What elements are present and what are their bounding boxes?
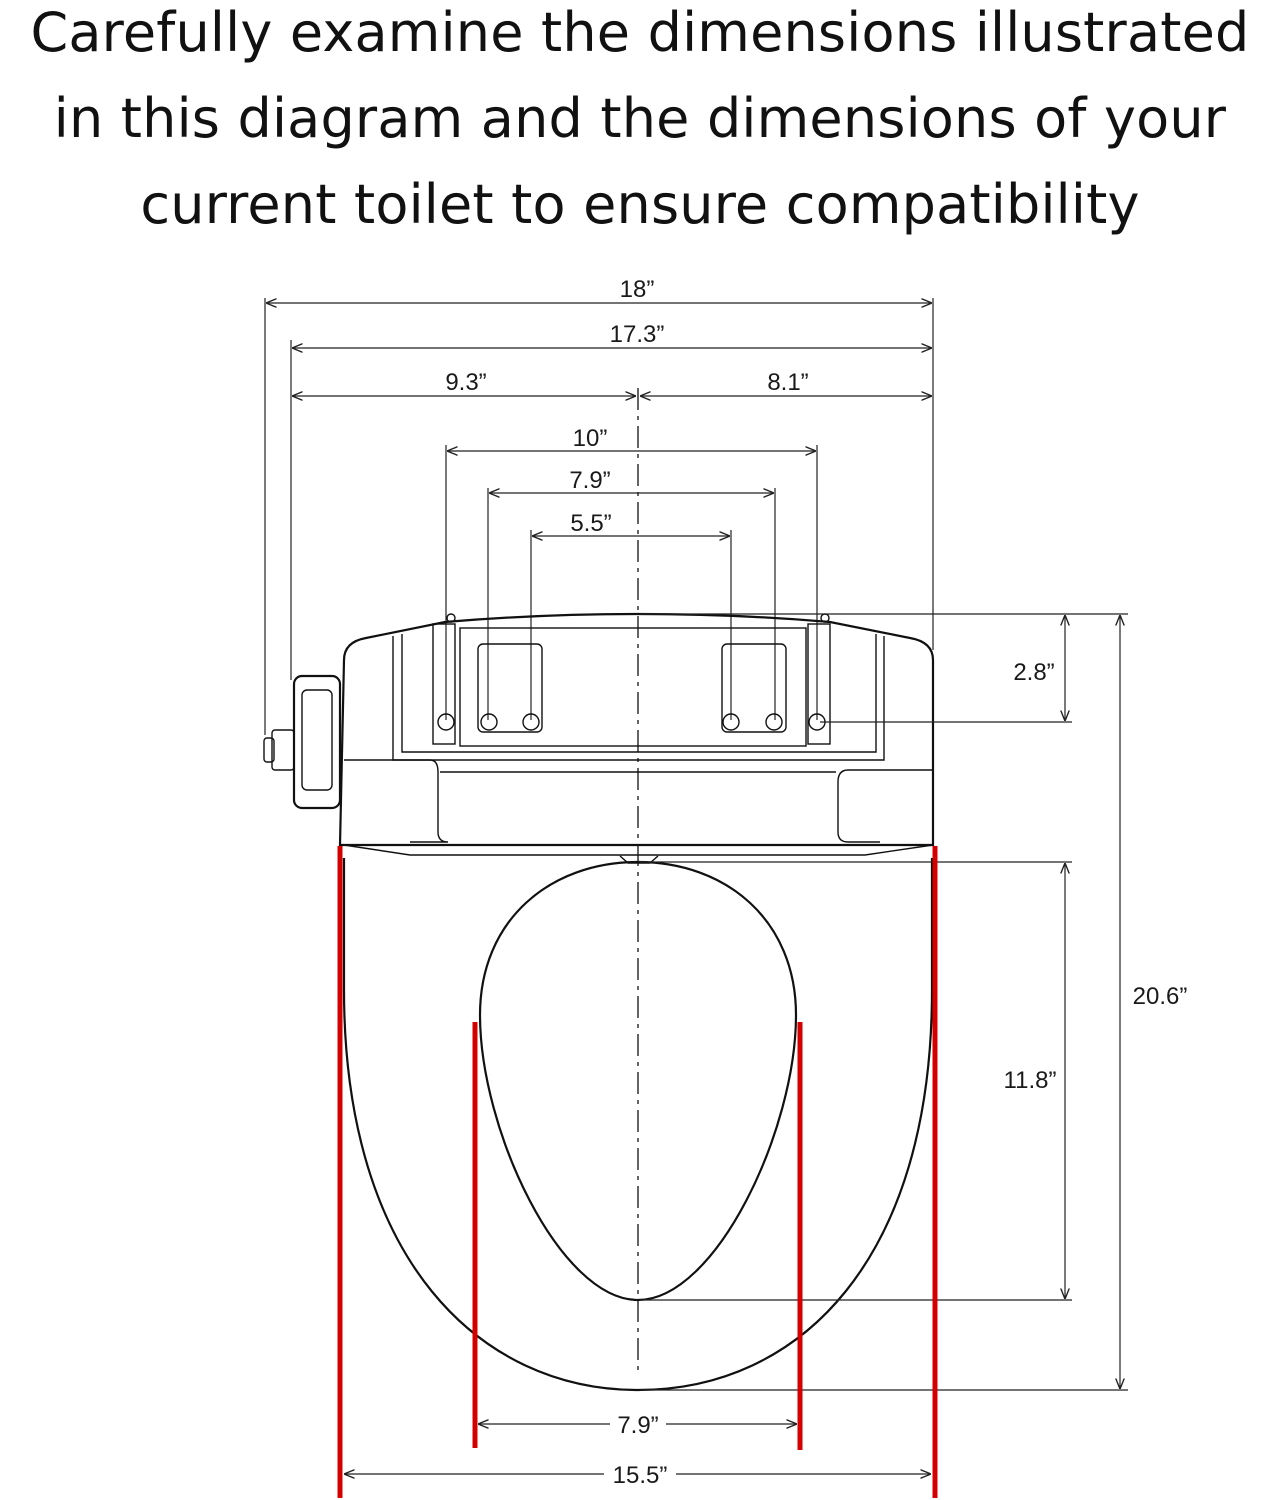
top-dimension-lines: 18” 17.3” 9.3” 8.1” 10” 7.9” 5.5” xyxy=(264,276,934,735)
housing-outline xyxy=(338,612,935,847)
hinge-strip xyxy=(343,844,934,856)
label-opening-width: 7.9” xyxy=(617,1412,658,1439)
headline-line-3: current toilet to ensure compatibility xyxy=(140,173,1140,236)
mount-hole xyxy=(522,713,540,731)
side-control-knob xyxy=(271,729,295,771)
label-bracket-middle: 7.9” xyxy=(569,467,610,494)
headline-line-2: in this diagram and the dimensions of yo… xyxy=(53,87,1227,150)
label-overall-width: 18” xyxy=(620,276,655,303)
housing-inner-panel xyxy=(392,636,885,761)
red-reference-lines xyxy=(337,846,938,1498)
label-bracket-depth: 2.8” xyxy=(1013,659,1054,686)
seat xyxy=(342,858,934,1392)
label-right-of-center: 8.1” xyxy=(767,369,808,396)
label-bracket-inner: 5.5” xyxy=(570,510,611,537)
headline-line-1: Carefully examine the dimensions illustr… xyxy=(30,1,1250,64)
housing-notch-left xyxy=(344,759,449,843)
bracket-rail-right xyxy=(807,623,831,745)
side-control-panel xyxy=(292,674,342,810)
label-overall-length: 20.6” xyxy=(1133,983,1188,1010)
label-left-of-center: 9.3” xyxy=(445,369,486,396)
bottom-dimension-lines: 7.9” 15.5” xyxy=(345,1412,930,1489)
mounting-plate xyxy=(459,627,807,747)
mount-hole xyxy=(765,713,783,731)
bracket-slot-right xyxy=(721,643,787,733)
label-bracket-outer: 10” xyxy=(573,425,608,452)
mount-hole xyxy=(722,713,740,731)
label-seat-body-width: 17.3” xyxy=(610,321,665,348)
housing-notch-right xyxy=(837,769,933,843)
bracket-slot-left xyxy=(477,643,543,733)
bidet-housing xyxy=(263,612,935,864)
mount-hole xyxy=(480,713,498,731)
right-dimension-lines: 2.8” 20.6” 11.8” xyxy=(640,613,1188,1391)
side-control-inner xyxy=(301,689,333,791)
side-control-knob-tip xyxy=(263,737,275,763)
mount-knob xyxy=(446,613,456,623)
label-seat-width: 15.5” xyxy=(613,1462,668,1489)
housing-inner-panel-2 xyxy=(401,634,877,753)
mount-hole xyxy=(437,713,455,731)
headline: Carefully examine the dimensions illustr… xyxy=(0,0,1280,248)
bracket-rail-left xyxy=(432,623,456,745)
seat-opening-outline xyxy=(478,860,798,1302)
label-opening-length: 11.8” xyxy=(1004,1067,1057,1094)
seat-outer-outline xyxy=(342,858,934,1392)
